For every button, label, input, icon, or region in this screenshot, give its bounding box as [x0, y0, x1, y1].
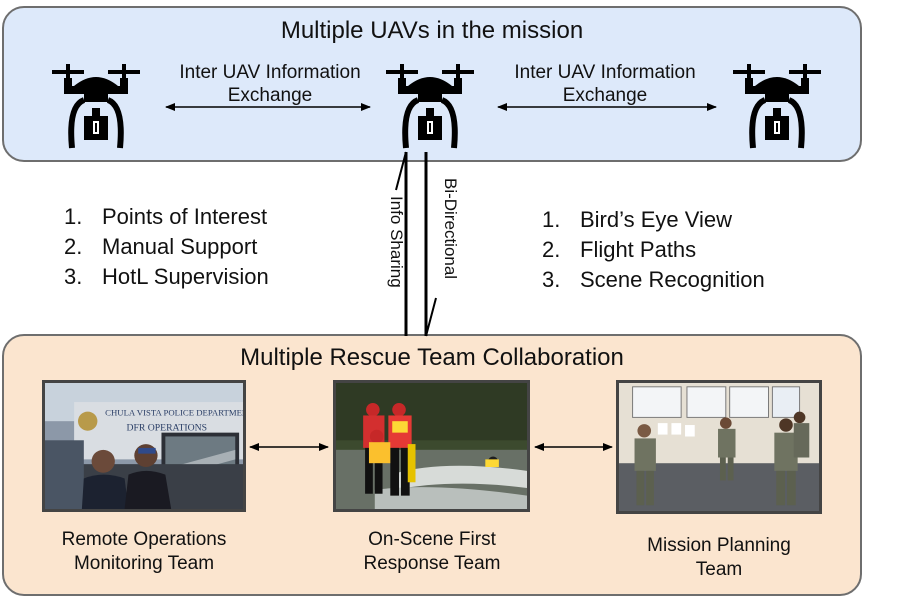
- on-scene-photo: [333, 380, 530, 512]
- team-label-remote-line2: Monitoring Team: [73, 553, 215, 574]
- uav-panel-title: Multiple UAVs in the mission: [280, 17, 584, 44]
- info-sharing-label: Info Sharing: [387, 196, 406, 288]
- drone-center-icon: [378, 60, 482, 152]
- photo-sign-line2: DFR OPERATIONS: [127, 423, 207, 434]
- list-item: 2.Flight Paths: [542, 237, 697, 262]
- team-label-mission-planning-line1: Mission Planning: [647, 535, 791, 556]
- team-label-on-scene: On-Scene First Response Team: [326, 528, 538, 576]
- uav-to-team-list: 1.Bird’s Eye View 2.Flight Paths 3.Scene…: [542, 205, 765, 295]
- list-item: 1.Points of Interest: [64, 204, 268, 229]
- team-panel-title: Multiple Rescue Team Collaboration: [240, 344, 624, 371]
- link-arrow-head-down: [425, 297, 437, 337]
- exchange-label-right: Inter UAV Information Exchange: [495, 61, 715, 107]
- exchange-label-left-line2: Exchange: [227, 85, 313, 106]
- list-item: 3.HotL Supervision: [64, 264, 269, 289]
- bi-directional-label: Bi-Directional: [441, 178, 460, 280]
- mission-planning-photo: [616, 380, 822, 514]
- exchange-label-left: Inter UAV Information Exchange: [160, 61, 380, 107]
- list-item: 1.Bird’s Eye View: [542, 207, 733, 232]
- team-label-mission-planning-line2: Team: [695, 559, 743, 580]
- team-label-on-scene-line2: Response Team: [363, 553, 501, 574]
- list-item: 3.Scene Recognition: [542, 267, 765, 292]
- team-to-uav-list: 1.Points of Interest 2.Manual Support 3.…: [64, 202, 269, 292]
- drone-right-icon: [725, 60, 829, 152]
- list-item: 2.Manual Support: [64, 234, 258, 259]
- team-label-on-scene-line1: On-Scene First: [368, 529, 496, 550]
- exchange-label-right-line2: Exchange: [562, 85, 648, 106]
- team-label-remote: Remote Operations Monitoring Team: [32, 528, 256, 576]
- exchange-label-left-line1: Inter UAV Information: [179, 62, 361, 83]
- photo-sign-line1: CHULA VISTA POLICE DEPARTMENT: [105, 408, 243, 418]
- exchange-label-right-line1: Inter UAV Information: [514, 62, 696, 83]
- remote-operations-photo: CHULA VISTA POLICE DEPARTMENT DFR OPERAT…: [42, 380, 246, 512]
- team-label-remote-line1: Remote Operations: [61, 529, 227, 550]
- team-label-mission-planning: Mission Planning Team: [612, 534, 826, 582]
- drone-left-icon: [44, 60, 148, 152]
